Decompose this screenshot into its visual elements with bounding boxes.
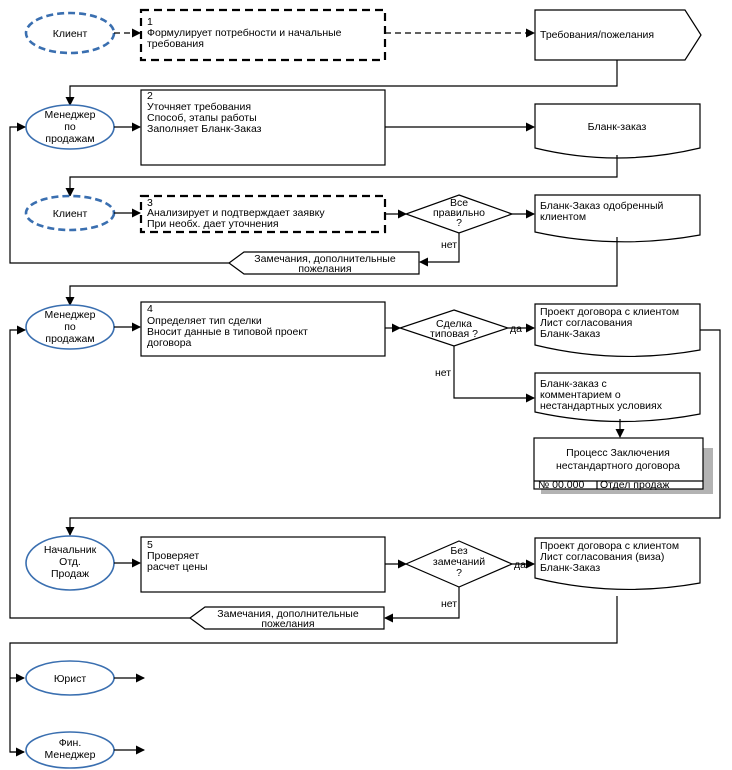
decision-2-yes-label: да bbox=[510, 323, 522, 335]
actor-head-of-sales-line-2: Отд. bbox=[59, 556, 81, 568]
actor-head-of-sales-line-1: Начальник bbox=[44, 544, 97, 556]
step-5-line-2: расчет цены bbox=[147, 561, 208, 573]
document-order-with-comment-line-1: Бланк-заказ с bbox=[540, 378, 607, 390]
step-4-line-1: Определяет тип сделки bbox=[147, 315, 262, 327]
step-2-number: 2 bbox=[147, 90, 153, 102]
remarks-1: Замечания, дополнительные пожелания bbox=[227, 251, 420, 275]
document-contract-draft: Проект договора с клиентом Лист согласов… bbox=[534, 303, 701, 357]
document-order-form: Бланк-заказ bbox=[534, 103, 701, 159]
decision-3-yes-label: да bbox=[514, 559, 526, 571]
actor-client-1-label: Клиент bbox=[53, 28, 88, 40]
arrow-doc4-head bbox=[65, 329, 721, 536]
arrow-decision1-no bbox=[419, 233, 460, 267]
step-3-box: 3 Анализирует и подтверждает заявку При … bbox=[139, 194, 387, 234]
actor-fin-manager-line-2: Менеджер bbox=[45, 749, 96, 761]
step-4-line-3: договора bbox=[147, 337, 192, 349]
document-contract-visa-line-3: Бланк-Заказ bbox=[540, 562, 600, 574]
step-5-number: 5 bbox=[147, 539, 153, 551]
actor-client-1: Клиент bbox=[24, 11, 116, 55]
document-order-with-comment-line-3: нестандартных условиях bbox=[540, 400, 663, 412]
actor-head-of-sales-line-3: Продаж bbox=[51, 568, 89, 580]
decision-1-no-label: нет bbox=[441, 239, 457, 251]
subprocess-title-line-1: Процесс Заключения bbox=[566, 447, 670, 459]
actor-fin-manager: Фин. Менеджер bbox=[25, 731, 115, 769]
step-4-line-2: Вносит данные в типовой проект bbox=[147, 326, 308, 338]
decision-1: Все правильно ? bbox=[404, 194, 514, 234]
actor-manager-2: Менеджер по продажам bbox=[25, 304, 115, 350]
subprocess-number: № 00.000 bbox=[538, 479, 584, 491]
step-2-line-1: Уточняет требования bbox=[147, 101, 251, 113]
document-contract-draft-line-1: Проект договора с клиентом bbox=[540, 306, 679, 318]
remarks-1-line-2: пожелания bbox=[298, 263, 351, 275]
decision-2: Сделка типовая ? bbox=[398, 309, 510, 347]
arrow-doc1-manager1 bbox=[65, 60, 618, 106]
decision-2-line-2: типовая ? bbox=[430, 328, 478, 340]
step-3-number: 3 bbox=[147, 197, 153, 209]
arrow-remarks1-manager1 bbox=[9, 122, 229, 264]
actor-lawyer: Юрист bbox=[25, 660, 115, 696]
document-requirements-label: Требования/пожелания bbox=[540, 29, 654, 41]
actor-lawyer-label: Юрист bbox=[54, 673, 87, 685]
subprocess-title-line-2: нестандартного договора bbox=[556, 460, 680, 472]
arrow-doc2-client2 bbox=[65, 155, 618, 197]
decision-1-line-3: ? bbox=[456, 217, 462, 229]
step-1-line-1: Формулирует потребности и начальные bbox=[147, 27, 342, 39]
step-4-box: 4 Определяет тип сделки Вносит данные в … bbox=[140, 301, 386, 357]
step-3-line-2: При необх. дает уточнения bbox=[147, 218, 279, 230]
remarks-2-line-1: Замечания, дополнительные bbox=[217, 608, 359, 620]
actor-manager-2-line-2: по bbox=[64, 321, 76, 333]
arrow-decision3-no bbox=[384, 587, 460, 623]
document-contract-draft-line-2: Лист согласования bbox=[540, 317, 632, 329]
step-2-line-3: Заполняет Бланк-Заказ bbox=[147, 123, 262, 135]
document-order-with-comment: Бланк-заказ с комментарием о нестандартн… bbox=[534, 372, 701, 423]
document-contract-visa: Проект договора с клиентом Лист согласов… bbox=[534, 537, 701, 590]
step-1-number: 1 bbox=[147, 16, 153, 28]
arrow-doc3-manager2 bbox=[65, 237, 618, 306]
document-approved-order-line-1: Бланк-Заказ одобренный bbox=[540, 200, 663, 212]
step-5-box: 5 Проверяет расчет цены bbox=[140, 536, 386, 593]
document-contract-draft-line-3: Бланк-Заказ bbox=[540, 328, 600, 340]
step-1-line-2: требования bbox=[147, 38, 204, 50]
subprocess-dept: Отдел продаж bbox=[600, 479, 669, 491]
actor-manager-2-line-1: Менеджер bbox=[45, 309, 96, 321]
decision-3-line-2: замечаний bbox=[433, 556, 485, 568]
decision-3-line-1: Без bbox=[450, 545, 467, 557]
actor-manager-1-line-2: по bbox=[64, 121, 76, 133]
remarks-2-line-2: пожелания bbox=[261, 618, 314, 630]
decision-1-line-1: Все bbox=[450, 197, 468, 209]
decision-2-line-1: Сделка bbox=[436, 318, 472, 330]
step-5-line-1: Проверяет bbox=[147, 550, 199, 562]
subprocess-nonstandard-contract: Процесс Заключения нестандартного догово… bbox=[533, 437, 713, 494]
step-4-number: 4 bbox=[147, 303, 153, 315]
step-3-line-1: Анализирует и подтверждает заявку bbox=[147, 207, 325, 219]
actor-head-of-sales: Начальник Отд. Продаж bbox=[25, 535, 115, 591]
decision-3: Без замечаний ? bbox=[404, 540, 514, 588]
actor-client-2-label: Клиент bbox=[53, 208, 88, 220]
document-contract-visa-line-1: Проект договора с клиентом bbox=[540, 540, 679, 552]
actor-manager-1: Менеджер по продажам bbox=[25, 104, 115, 150]
remarks-1-line-1: Замечания, дополнительные bbox=[254, 253, 396, 265]
arrow-remarks2-manager2 bbox=[9, 325, 190, 619]
actor-fin-manager-line-1: Фин. bbox=[59, 737, 82, 749]
document-order-with-comment-line-2: комментарием о bbox=[540, 389, 621, 401]
actor-manager-1-line-1: Менеджер bbox=[45, 109, 96, 121]
actor-client-2: Клиент bbox=[24, 194, 116, 232]
document-approved-order: Бланк-Заказ одобренный клиентом bbox=[534, 194, 701, 243]
decision-2-no-label: нет bbox=[435, 367, 451, 379]
actor-manager-2-line-3: продажам bbox=[45, 333, 94, 345]
decision-3-no-label: нет bbox=[441, 598, 457, 610]
decision-3-line-3: ? bbox=[456, 567, 462, 579]
document-requirements: Требования/пожелания bbox=[534, 9, 702, 61]
step-2-line-2: Способ, этапы работы bbox=[147, 112, 257, 124]
document-contract-visa-line-2: Лист согласования (виза) bbox=[540, 551, 664, 563]
actor-manager-1-line-3: продажам bbox=[45, 133, 94, 145]
remarks-2: Замечания, дополнительные пожелания bbox=[188, 606, 385, 630]
step-2-box: 2 Уточняет требования Способ, этапы рабо… bbox=[140, 89, 386, 166]
document-approved-order-line-2: клиентом bbox=[540, 211, 586, 223]
document-order-form-label: Бланк-заказ bbox=[588, 121, 647, 133]
arrow-decision2-no bbox=[453, 346, 535, 403]
decision-1-line-2: правильно bbox=[433, 207, 485, 219]
step-1-box: 1 Формулирует потребности и начальные тр… bbox=[139, 8, 387, 62]
